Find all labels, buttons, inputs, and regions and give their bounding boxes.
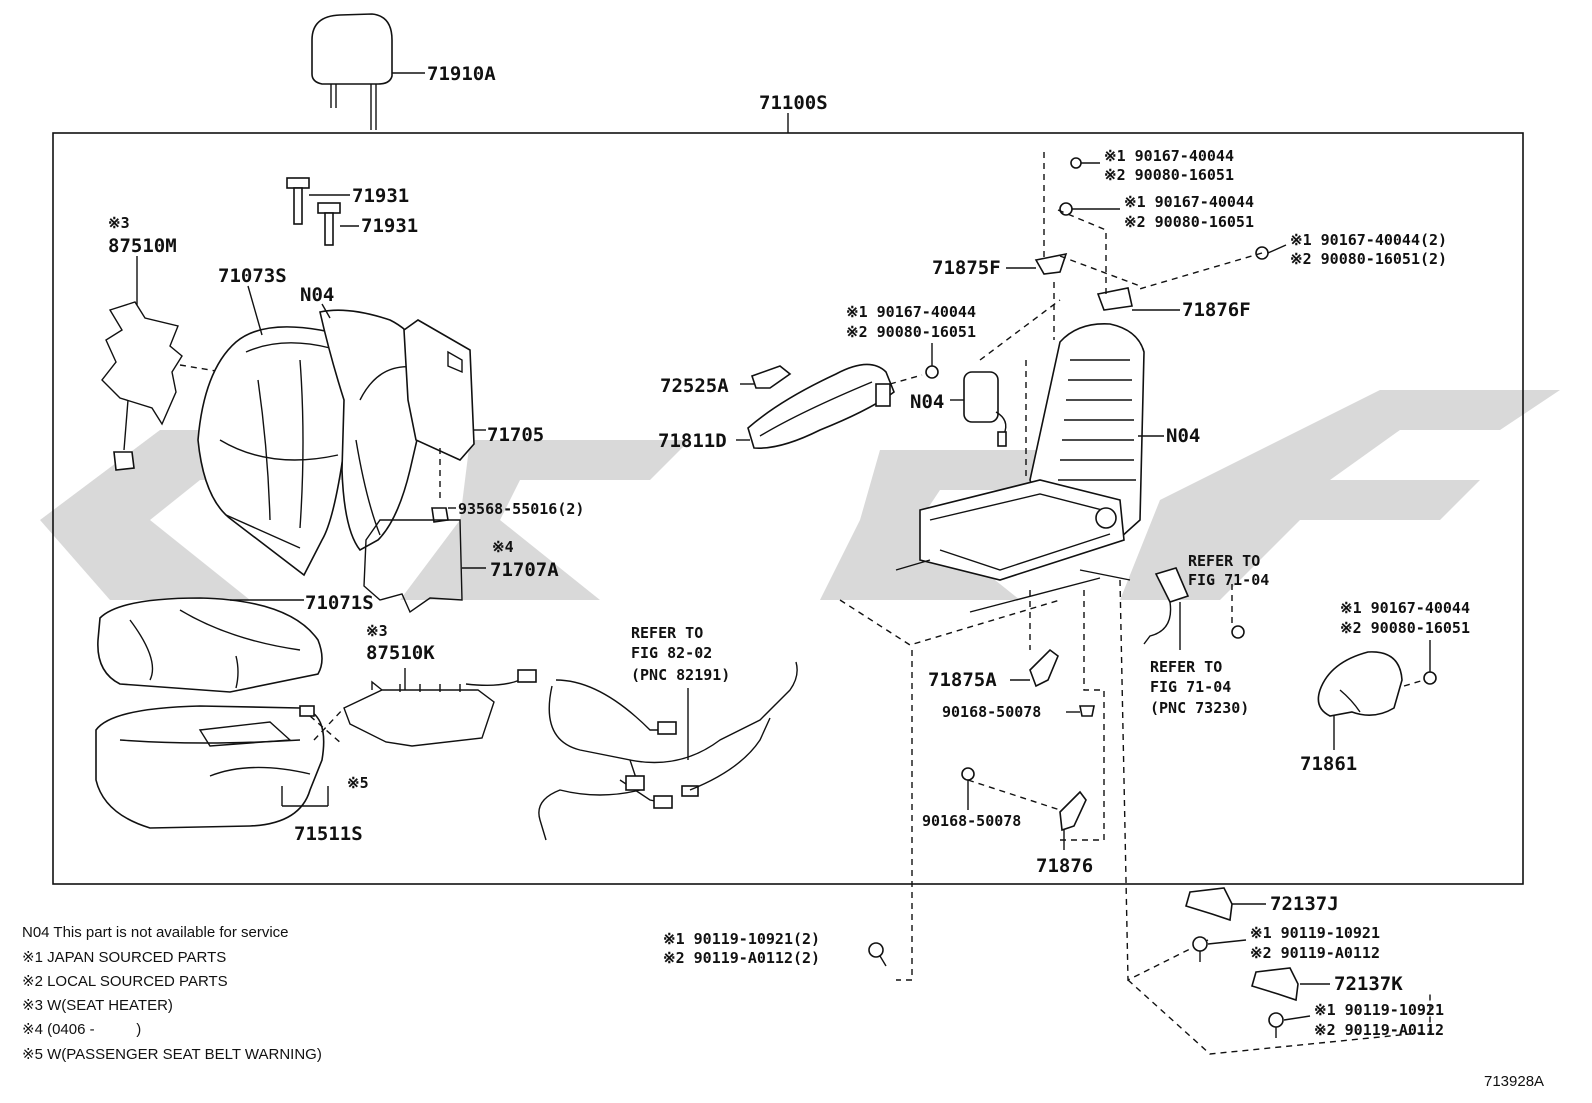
- refer-82-02-line2[interactable]: FIG 82-02: [631, 644, 712, 662]
- headrest-71910A[interactable]: [311, 13, 425, 130]
- bolt-90119-b[interactable]: [1192, 936, 1247, 962]
- screw-shield[interactable]: [925, 343, 939, 379]
- callout-top-2a[interactable]: ※1 90167-40044: [1124, 193, 1254, 211]
- side-airbag-N04[interactable]: [950, 371, 1007, 447]
- callout-top-3b[interactable]: ※2 90080-16051(2): [1290, 250, 1447, 268]
- bolt-90119-a[interactable]: [868, 942, 887, 967]
- seatback-board-71705[interactable]: [403, 319, 486, 500]
- label-71861[interactable]: 71861: [1300, 753, 1357, 775]
- label-71910A[interactable]: 71910A: [427, 63, 496, 85]
- note-japan: ※1 JAPAN SOURCED PARTS: [22, 949, 226, 966]
- cover-71875F[interactable]: [1006, 252, 1068, 275]
- refer-71-04-b-line1[interactable]: REFER TO: [1150, 658, 1222, 676]
- cover-71875A[interactable]: [1010, 648, 1059, 688]
- refer-71-04-b-line2[interactable]: FIG 71-04: [1150, 678, 1231, 696]
- screw-90168-b[interactable]: [961, 767, 975, 810]
- label-71875F[interactable]: 71875F: [932, 257, 1001, 279]
- note-87510K: ※3: [366, 622, 388, 640]
- label-93568[interactable]: 93568-55016(2): [458, 500, 584, 518]
- label-90168-a[interactable]: 90168-50078: [942, 703, 1041, 721]
- cover-72137J[interactable]: [1185, 887, 1266, 922]
- label-71073S[interactable]: 71073S: [218, 265, 287, 287]
- assembly-label[interactable]: 71100S: [759, 92, 828, 114]
- seatbelt-buckle[interactable]: [1143, 567, 1245, 650]
- refer-71-04-a-line1[interactable]: REFER TO: [1188, 552, 1260, 570]
- note-5: ※5: [347, 774, 369, 792]
- label-71705[interactable]: 71705: [487, 424, 544, 446]
- cover-71861[interactable]: [1317, 640, 1437, 750]
- label-72137J[interactable]: 72137J: [1270, 893, 1339, 915]
- callout-71861-2[interactable]: ※2 90080-16051: [1340, 619, 1470, 637]
- seat-frame-N04[interactable]: [895, 323, 1164, 613]
- label-71875A[interactable]: 71875A: [928, 669, 997, 691]
- screw-90168-a[interactable]: [1066, 705, 1095, 717]
- screw-top-2[interactable]: [1059, 202, 1120, 216]
- screw-top-1[interactable]: [1070, 157, 1100, 169]
- side-shield-71811D[interactable]: [736, 363, 923, 449]
- label-90168-b[interactable]: 90168-50078: [922, 812, 1021, 830]
- callout-bolt-1a[interactable]: ※1 90119-10921(2): [663, 930, 820, 948]
- wire-harness[interactable]: [538, 661, 798, 841]
- diagram-id: 713928A: [1484, 1073, 1544, 1090]
- callout-shield-2[interactable]: ※2 90080-16051: [846, 323, 976, 341]
- label-71876F[interactable]: 71876F: [1182, 299, 1251, 321]
- cover-71876[interactable]: [1059, 790, 1087, 850]
- label-71511S[interactable]: 71511S: [294, 823, 363, 845]
- label-71876[interactable]: 71876: [1036, 855, 1093, 877]
- label-71931-b[interactable]: 71931: [361, 215, 418, 237]
- headrest-guide-71931[interactable]: [286, 177, 359, 246]
- back-panel-71707A[interactable]: [363, 519, 486, 614]
- callout-bolt-1b[interactable]: ※2 90119-A0112(2): [663, 949, 820, 967]
- refer-82-02-line1[interactable]: REFER TO: [631, 624, 703, 642]
- callout-bolt-3a[interactable]: ※1 90119-10921: [1314, 1001, 1444, 1019]
- clip-93568-55016[interactable]: [431, 507, 456, 523]
- label-N04-c[interactable]: N04: [1166, 425, 1200, 447]
- cushion-cover-71071S[interactable]: [97, 597, 323, 693]
- seat-heater-87510K[interactable]: [343, 668, 537, 747]
- note-local: ※2 LOCAL SOURCED PARTS: [22, 973, 228, 990]
- label-87510M[interactable]: 87510M: [108, 235, 177, 257]
- seat-cushion-71511S[interactable]: [95, 705, 345, 829]
- dashed-guides: [839, 152, 1431, 1055]
- callout-top-3a[interactable]: ※1 90167-40044(2): [1290, 231, 1447, 249]
- seatback-cover-71073S[interactable]: [197, 326, 357, 577]
- note-belt-warning: ※5 W(PASSENGER SEAT BELT WARNING): [22, 1046, 322, 1063]
- label-87510K[interactable]: 87510K: [366, 642, 435, 664]
- label-N04-a[interactable]: N04: [300, 284, 334, 306]
- label-72525A[interactable]: 72525A: [660, 375, 729, 397]
- refer-82-02-line3[interactable]: (PNC 82191): [631, 666, 730, 684]
- note-heater: ※3 W(SEAT HEATER): [22, 997, 173, 1014]
- label-71071S[interactable]: 71071S: [305, 592, 374, 614]
- label-72137K[interactable]: 72137K: [1334, 973, 1403, 995]
- refer-71-04-b-line3[interactable]: (PNC 73230): [1150, 699, 1249, 717]
- note-87510M: ※3: [108, 214, 130, 232]
- label-71811D[interactable]: 71811D: [658, 430, 727, 452]
- label-N04-b[interactable]: N04: [910, 391, 944, 413]
- callout-bolt-2a[interactable]: ※1 90119-10921: [1250, 924, 1380, 942]
- callout-71861-1[interactable]: ※1 90167-40044: [1340, 599, 1470, 617]
- refer-71-04-a-line2[interactable]: FIG 71-04: [1188, 571, 1269, 589]
- label-71931-a[interactable]: 71931: [352, 185, 409, 207]
- note-N04: N04 This part is not available for servi…: [22, 924, 289, 941]
- cover-71876F[interactable]: [1096, 287, 1180, 311]
- knob-72525A[interactable]: [740, 365, 792, 389]
- cover-72137K[interactable]: [1251, 967, 1330, 1002]
- callout-bolt-2b[interactable]: ※2 90119-A0112: [1250, 944, 1380, 962]
- callout-bolt-3b[interactable]: ※2 90119-A0112: [1314, 1021, 1444, 1039]
- label-71707A[interactable]: 71707A: [490, 559, 559, 581]
- callout-shield-1[interactable]: ※1 90167-40044: [846, 303, 976, 321]
- note-71707A: ※4: [492, 538, 514, 556]
- note-date: ※4 (0406 - ): [22, 1021, 141, 1038]
- screw-top-3[interactable]: [1255, 244, 1287, 260]
- callout-top-1a[interactable]: ※1 90167-40044: [1104, 147, 1234, 165]
- bolt-90119-c[interactable]: [1268, 1012, 1311, 1038]
- callout-top-2b[interactable]: ※2 90080-16051: [1124, 213, 1254, 231]
- callout-top-1b[interactable]: ※2 90080-16051: [1104, 166, 1234, 184]
- legend-notes: N04 This part is not available for servi…: [22, 924, 322, 1063]
